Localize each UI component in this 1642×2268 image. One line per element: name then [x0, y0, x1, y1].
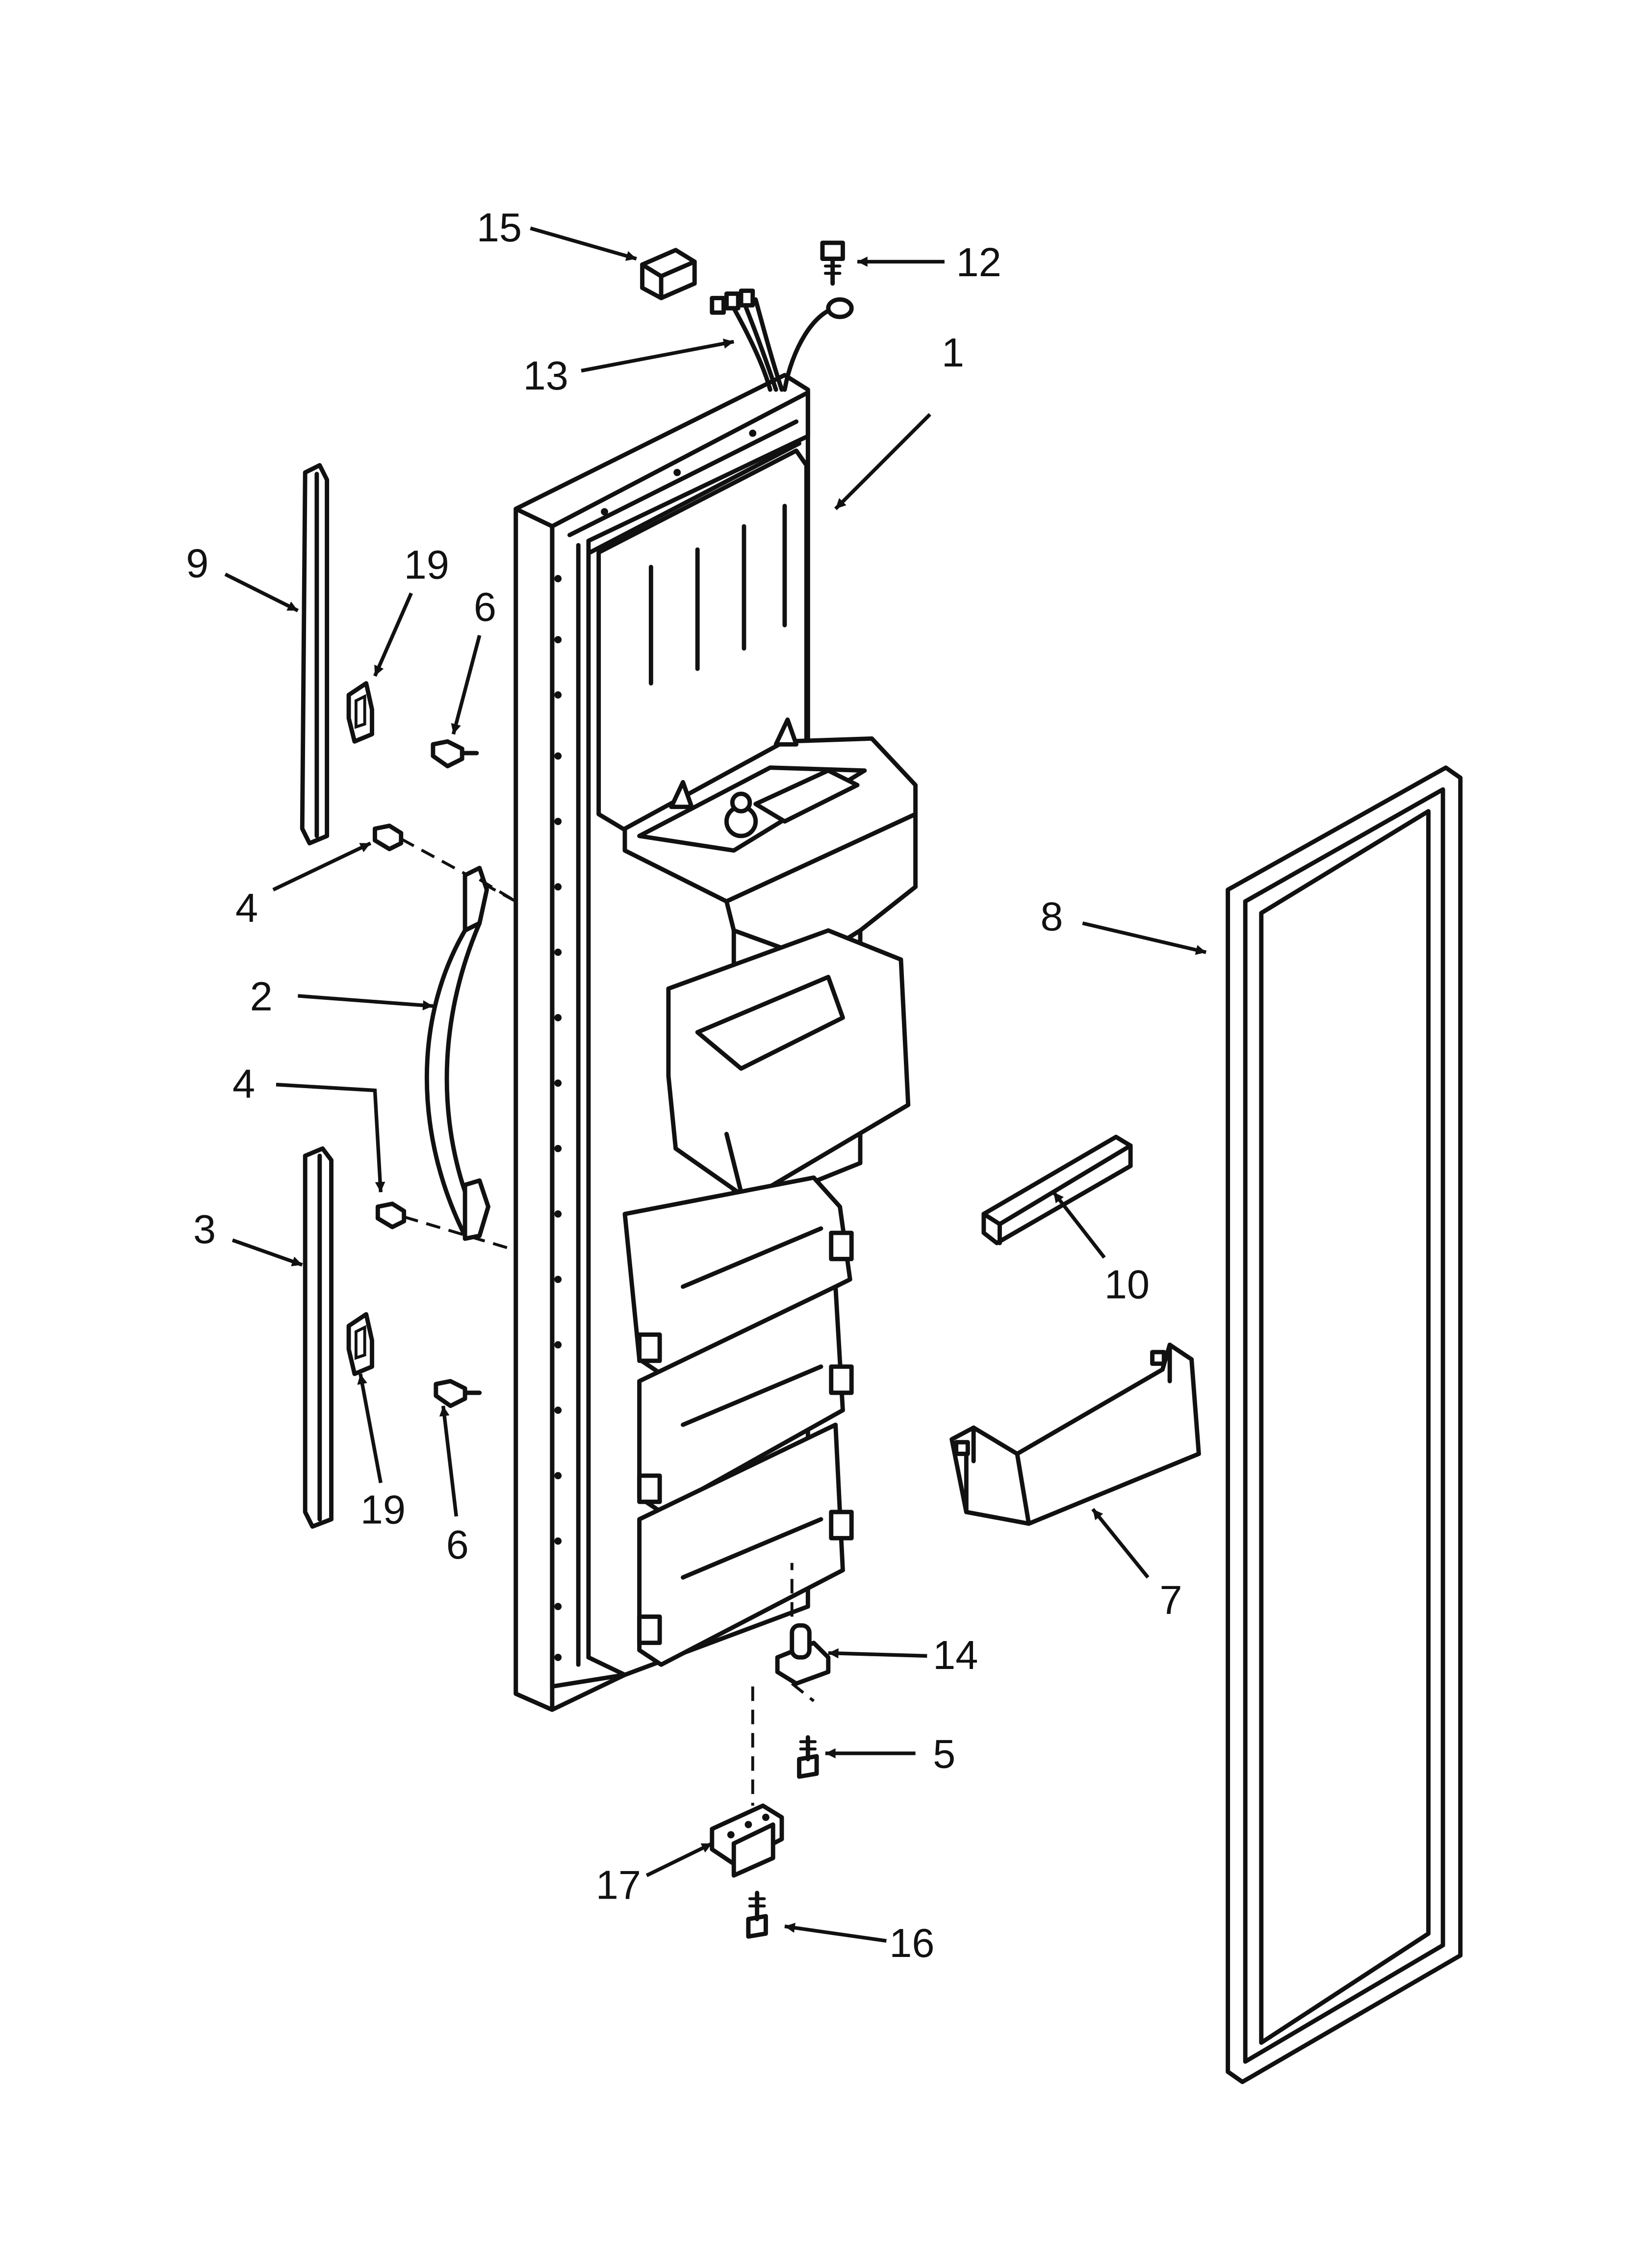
callout-3: 3: [193, 1206, 216, 1252]
callout-7: 7: [1159, 1577, 1182, 1622]
screw-6-lower: [434, 1379, 482, 1408]
shelf-rail: [981, 1134, 1133, 1246]
connector-block: [640, 248, 697, 300]
callout-10: 10: [1104, 1261, 1150, 1307]
trim-clip-upper: [346, 681, 374, 744]
leader-lines: [224, 226, 1206, 1943]
callout-15: 15: [477, 205, 522, 250]
callout-1: 1: [942, 330, 964, 375]
door-gasket: [1226, 765, 1463, 2085]
callout-16: 16: [889, 1920, 934, 1966]
callout-6-lower: 6: [446, 1522, 469, 1567]
trim-strip-lower: [303, 1146, 334, 1529]
wire-harness: [710, 288, 854, 392]
callout-19-lower: 19: [360, 1487, 406, 1533]
callout-labels: 15 12 13 1 9 19 6 4 2 8 4 3 10 19 6 7 14…: [186, 205, 1182, 1966]
callout-5: 5: [933, 1731, 955, 1777]
callout-12: 12: [956, 239, 1001, 285]
callout-6-upper: 6: [474, 584, 496, 629]
trim-strip-upper: [300, 463, 330, 846]
door-assembly: [513, 373, 918, 1712]
callout-14: 14: [933, 1632, 978, 1678]
hinge-bracket: [710, 1686, 784, 1878]
door-screw-holes: [554, 429, 757, 1661]
screw-4-upper: [372, 823, 517, 903]
door-bin: [949, 1342, 1201, 1526]
bracket-screw: [746, 1890, 768, 1939]
callout-17: 17: [596, 1862, 641, 1907]
callout-8: 8: [1040, 894, 1063, 939]
door-shelves: [622, 1175, 854, 1667]
callout-2: 2: [250, 974, 273, 1019]
screw-6-upper: [431, 739, 479, 769]
callout-19-upper: 19: [404, 542, 449, 587]
callout-13: 13: [523, 353, 568, 398]
door-handle: [424, 865, 517, 1241]
trim-clip-lower: [346, 1312, 374, 1376]
screw-4-lower: [375, 1201, 516, 1252]
callout-9: 9: [186, 540, 208, 586]
hinge-screw: [797, 1735, 819, 1779]
hinge-pin: [775, 1563, 831, 1702]
ground-screw: [820, 240, 845, 286]
callout-4-lower: 4: [232, 1061, 255, 1106]
callout-4-upper: 4: [235, 885, 258, 931]
